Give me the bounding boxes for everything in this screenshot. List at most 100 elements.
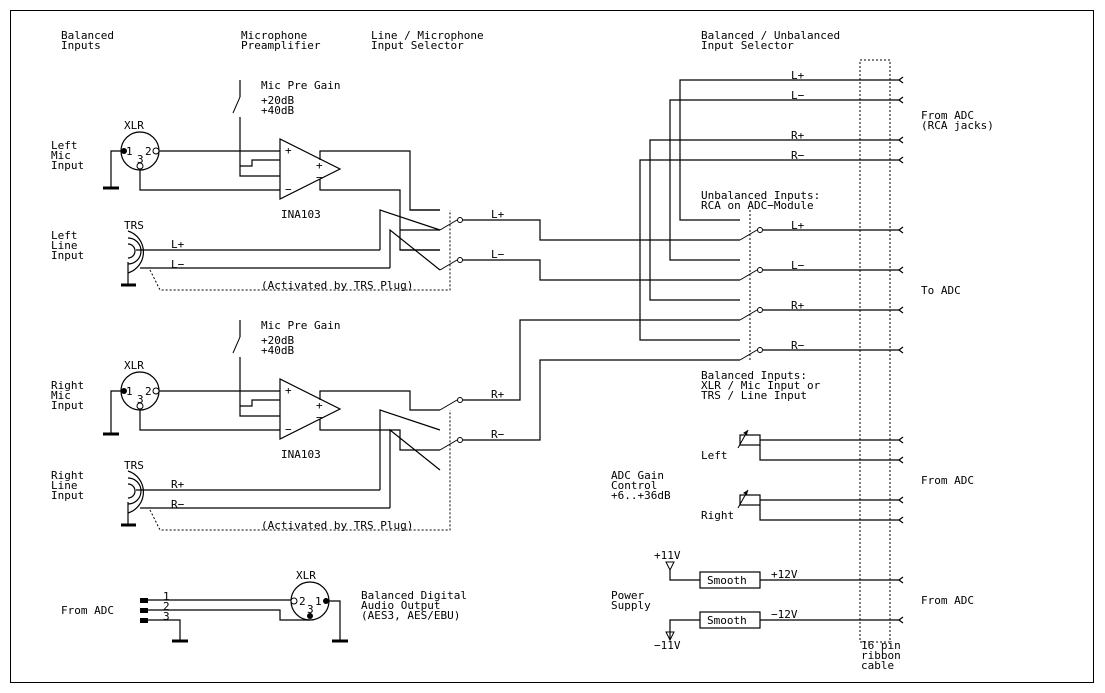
svg-text:cable: cable	[861, 659, 894, 672]
svg-text:+40dB: +40dB	[261, 104, 294, 117]
right-mic-input: Right Mic Input XLR 1 2 3	[51, 359, 280, 436]
svg-text:Mic: Mic	[51, 149, 71, 162]
svg-text:+20dB: +20dB	[261, 94, 294, 107]
svg-text:R−: R−	[491, 428, 505, 441]
heading-bal-unbal-selector: Balanced / Unbalanced	[701, 29, 840, 42]
trs-jack-right	[127, 470, 144, 514]
svg-text:−: −	[316, 171, 323, 184]
label-to-adc: To ADC	[921, 284, 961, 297]
svg-text:−: −	[285, 423, 292, 436]
label-power-supply: Power	[611, 589, 644, 602]
label-gain-right: Right	[701, 509, 734, 522]
svg-text:3: 3	[307, 603, 314, 616]
ribbon-cable: 16 pin ribbon cable From ADC (RCA jacks)…	[859, 59, 994, 672]
svg-text:+12V: +12V	[771, 568, 798, 581]
svg-text:L−: L−	[491, 248, 505, 261]
svg-text:3: 3	[137, 153, 144, 166]
svg-text:1: 1	[163, 590, 170, 603]
svg-text:(RCA jacks): (RCA jacks)	[921, 119, 994, 132]
xlr-label: XLR	[124, 119, 144, 132]
svg-text:+20dB: +20dB	[261, 334, 294, 347]
svg-text:R−: R−	[171, 498, 185, 511]
svg-text:1: 1	[315, 595, 322, 608]
svg-text:Supply: Supply	[611, 599, 651, 612]
svg-text:3: 3	[163, 610, 170, 623]
label-adc-gain: ADC Gain	[611, 469, 664, 482]
xlr-label-right: XLR	[124, 359, 144, 372]
svg-text:Smooth: Smooth	[707, 574, 747, 587]
svg-text:R−: R−	[791, 149, 805, 162]
svg-text:+40dB: +40dB	[261, 344, 294, 357]
svg-text:R−: R−	[791, 339, 805, 352]
trs-label-right: TRS	[124, 459, 144, 472]
digital-audio-output: From ADC 1 2 3 XLR 2 1 3 Balanced Digita…	[61, 569, 467, 643]
label-right-mic-input: Right	[51, 379, 84, 392]
svg-text:+: +	[316, 399, 323, 412]
svg-text:L−: L−	[171, 258, 185, 271]
right-line-input: Right Line Input TRS R+ R− (Activated by…	[51, 409, 451, 532]
left-line-input: Left Line Input TRS L+ L− (Activated by …	[51, 209, 451, 292]
svg-text:+: +	[316, 159, 323, 172]
svg-text:Input: Input	[51, 399, 84, 412]
svg-text:Control: Control	[611, 479, 657, 492]
svg-text:+: +	[285, 144, 292, 157]
svg-text:1: 1	[126, 145, 133, 158]
right-mic-gain-switch: Mic Pre Gain +20dB +40dB	[232, 319, 340, 417]
left-preamp-ina103: + − + − INA103	[279, 138, 440, 251]
label-from-adc-power: From ADC	[921, 594, 974, 607]
note-activated-by-trs: (Activated by TRS Plug)	[261, 279, 413, 292]
column-headings: Balanced Inputs Microphone Preamplifier …	[61, 29, 840, 52]
heading-line-mic-selector: Line / Microphone	[371, 29, 484, 42]
label-ribbon-cable: 16 pin	[861, 639, 901, 652]
svg-text:Line: Line	[51, 479, 78, 492]
svg-text:(AES3, AES/EBU): (AES3, AES/EBU)	[361, 609, 460, 622]
label-mic-pre-gain: Mic Pre Gain	[261, 79, 340, 92]
svg-text:Audio Output: Audio Output	[361, 599, 440, 612]
svg-text:Input: Input	[51, 249, 84, 262]
left-mic-input: Left Mic Input XLR 1 2 3	[51, 119, 280, 191]
left-mic-gain-switch: Mic Pre Gain +20dB +40dB	[232, 79, 340, 177]
left-line-mic-selector: L+ L−	[400, 208, 740, 281]
svg-text:Inputs: Inputs	[61, 39, 101, 52]
svg-text:1: 1	[126, 385, 133, 398]
trs-label: TRS	[124, 219, 144, 232]
label-minus11v: −11V	[654, 639, 681, 652]
right-line-mic-selector: R+ R−	[439, 319, 740, 451]
svg-text:L+: L+	[791, 219, 805, 232]
trs-jack	[127, 230, 144, 274]
ribbon-pins	[898, 76, 904, 624]
svg-text:XLR / Mic Input or: XLR / Mic Input or	[701, 379, 821, 392]
xlr-label-digital: XLR	[296, 569, 316, 582]
heading-mic-preamp: Microphone	[241, 29, 307, 42]
svg-text:Preamplifier: Preamplifier	[241, 39, 321, 52]
label-left-mic-input: Left	[51, 139, 78, 152]
right-preamp-ina103: + − + − INA103	[279, 378, 440, 461]
svg-text:2: 2	[299, 595, 306, 608]
svg-text:Smooth: Smooth	[707, 614, 747, 627]
label-from-adc-rca: From ADC	[921, 109, 974, 122]
svg-text:2: 2	[163, 600, 170, 613]
label-plus11v: +11V	[654, 549, 681, 562]
label-right-line-input: Right	[51, 469, 84, 482]
left-opamp-symbol	[279, 138, 342, 200]
diagram-frame	[10, 10, 1094, 683]
svg-text:L−: L−	[791, 89, 805, 102]
right-opamp-symbol	[279, 378, 342, 440]
note-activated-by-trs-right: (Activated by TRS Plug)	[261, 519, 413, 532]
label-left-line-input: Left	[51, 229, 78, 242]
svg-text:ribbon: ribbon	[861, 649, 901, 662]
label-from-adc-digital: From ADC	[61, 604, 114, 617]
svg-text:2: 2	[145, 385, 152, 398]
svg-text:TRS / Line Input: TRS / Line Input	[701, 389, 807, 402]
svg-text:Input: Input	[51, 159, 84, 172]
svg-text:RCA on ADC−Module: RCA on ADC−Module	[701, 199, 814, 212]
svg-text:Mic: Mic	[51, 389, 71, 402]
svg-text:L+: L+	[791, 69, 805, 82]
note-unbalanced-inputs: Unbalanced Inputs:	[701, 189, 820, 202]
svg-text:+: +	[285, 384, 292, 397]
label-from-adc-gain: From ADC	[921, 474, 974, 487]
svg-text:Input Selector: Input Selector	[371, 39, 464, 52]
label-mic-pre-gain-right: Mic Pre Gain	[261, 319, 340, 332]
svg-text:R+: R+	[791, 299, 805, 312]
